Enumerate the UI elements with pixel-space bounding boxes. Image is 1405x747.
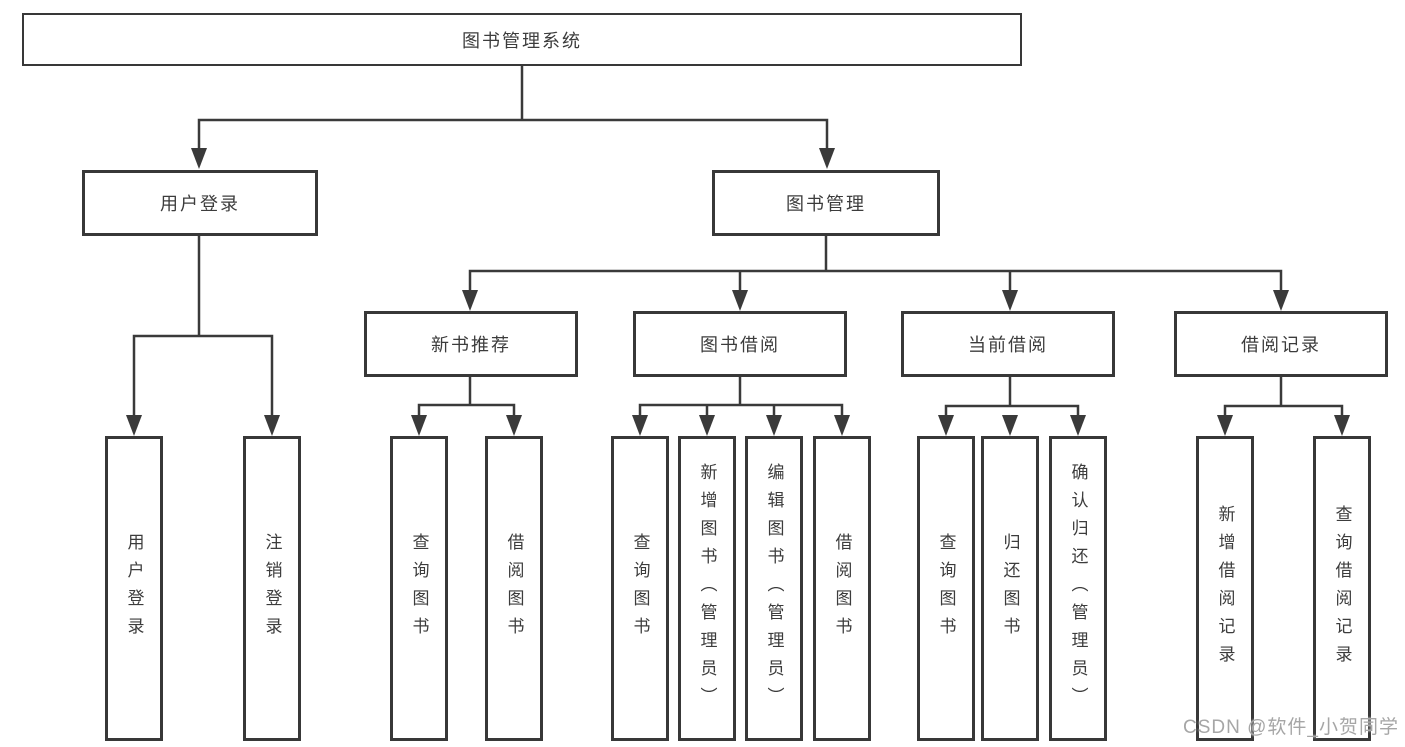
node-current-borrow: 当前借阅: [901, 311, 1115, 377]
node-book-borrow: 图书借阅: [633, 311, 847, 377]
node-book-management-label: 图书管理: [786, 194, 866, 214]
node-book-borrow-label: 图书借阅: [700, 335, 780, 355]
leaf-user-login: 用户登录: [105, 436, 163, 741]
node-borrow-records: 借阅记录: [1174, 311, 1388, 377]
leaf-query-books-recommend: 查询图书: [390, 436, 448, 741]
leaf-confirm-return-admin-label: 确认归还（管理员）: [1068, 462, 1088, 715]
arrowheads: [126, 148, 1350, 436]
watermark: CSDN @软件_小贺同学: [1183, 717, 1399, 738]
node-user-login-label: 用户登录: [160, 194, 240, 214]
node-current-borrow-label: 当前借阅: [968, 335, 1048, 355]
node-root-system: 图书管理系统: [22, 13, 1022, 66]
leaf-borrow-books: 借阅图书: [813, 436, 871, 741]
leaf-edit-books-admin-label: 编辑图书（管理员）: [764, 462, 784, 715]
leaf-query-books-borrow-label: 查询图书: [630, 532, 650, 645]
node-user-login: 用户登录: [82, 170, 318, 236]
leaf-borrow-books-recommend: 借阅图书: [485, 436, 543, 741]
leaf-query-books-current: 查询图书: [917, 436, 975, 741]
leaf-logout-label: 注销登录: [262, 532, 282, 645]
leaf-query-borrow-record: 查询借阅记录: [1313, 436, 1371, 741]
leaf-add-books-admin: 新增图书（管理员）: [678, 436, 736, 741]
leaf-query-borrow-record-label: 查询借阅记录: [1332, 504, 1352, 673]
leaf-return-books: 归还图书: [981, 436, 1039, 741]
node-new-book-recommend: 新书推荐: [364, 311, 578, 377]
node-borrow-records-label: 借阅记录: [1241, 335, 1321, 355]
leaf-borrow-books-label: 借阅图书: [832, 532, 852, 645]
leaf-add-books-admin-label: 新增图书（管理员）: [697, 462, 717, 715]
leaf-query-books-current-label: 查询图书: [936, 532, 956, 645]
leaf-logout: 注销登录: [243, 436, 301, 741]
leaf-user-login-label: 用户登录: [124, 532, 144, 645]
node-book-management: 图书管理: [712, 170, 940, 236]
leaf-return-books-label: 归还图书: [1000, 532, 1020, 645]
node-new-book-recommend-label: 新书推荐: [431, 335, 511, 355]
leaf-add-borrow-record-label: 新增借阅记录: [1215, 504, 1235, 673]
leaf-edit-books-admin: 编辑图书（管理员）: [745, 436, 803, 741]
leaf-query-books-recommend-label: 查询图书: [409, 532, 429, 645]
leaf-borrow-books-recommend-label: 借阅图书: [504, 532, 524, 645]
leaf-query-books-borrow: 查询图书: [611, 436, 669, 741]
leaf-confirm-return-admin: 确认归还（管理员）: [1049, 436, 1107, 741]
node-root-label: 图书管理系统: [462, 30, 582, 51]
leaf-add-borrow-record: 新增借阅记录: [1196, 436, 1254, 741]
